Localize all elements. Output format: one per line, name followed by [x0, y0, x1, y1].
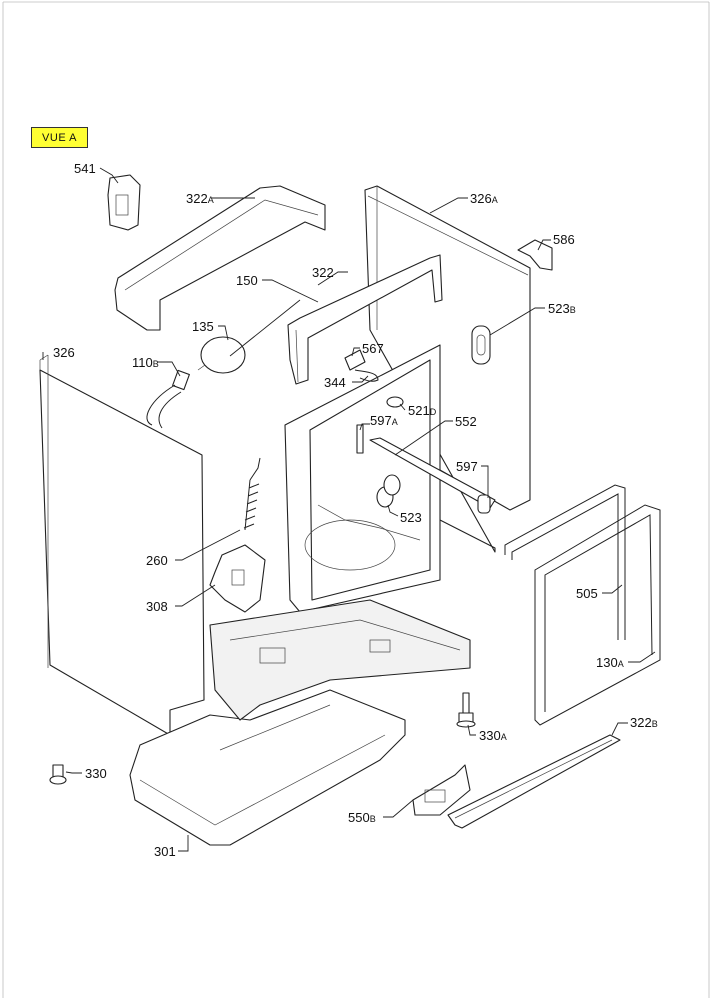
part-326-side-panel [39, 354, 205, 736]
part-523-seal [376, 474, 401, 508]
part-322b-rail [447, 734, 621, 829]
part-door-frame [284, 344, 441, 613]
view-a-badge: VUE A [31, 127, 88, 148]
callout-521d: 521D [408, 403, 437, 418]
callout-326a: 326A [470, 191, 498, 206]
part-586-clip [517, 239, 553, 271]
part-330a-screw [456, 692, 476, 728]
callout-301: 301 [154, 844, 176, 859]
part-505-gasket [504, 484, 626, 640]
callout-326: 326 [53, 345, 75, 360]
callout-597a: 597A [370, 413, 398, 428]
leader-lines [42, 167, 656, 852]
part-541-clip [107, 174, 141, 231]
part-523b-seal [471, 325, 491, 365]
callout-567: 567 [362, 341, 384, 356]
callout-135: 135 [192, 319, 214, 334]
part-597-bracket [477, 494, 491, 514]
callout-550b: 550B [348, 810, 376, 825]
callout-322: 322 [312, 265, 334, 280]
callout-150: 150 [236, 273, 258, 288]
callout-260: 260 [146, 553, 168, 568]
part-260-spring [243, 457, 261, 531]
part-110b-hose [146, 369, 190, 429]
part-552-rail [369, 437, 496, 509]
callout-330: 330 [85, 766, 107, 781]
part-330-screw [49, 764, 67, 785]
callout-330a: 330A [479, 728, 507, 743]
part-322-top-rail [287, 254, 443, 385]
callout-586: 586 [553, 232, 575, 247]
part-597a-bracket [356, 424, 364, 454]
part-322a-top-rail [114, 185, 326, 331]
callout-505: 505 [576, 586, 598, 601]
part-301-base-tray [129, 689, 406, 846]
callout-523b: 523B [548, 301, 576, 316]
part-344-spring [354, 369, 379, 382]
callout-344: 344 [324, 375, 346, 390]
callout-322b: 322B [630, 715, 658, 730]
callout-541: 541 [74, 161, 96, 176]
callout-110b: 110B [132, 355, 159, 370]
part-308-hinge [209, 544, 266, 613]
callout-labels: 541 322A 326A 586 150 322 523B 135 326 1… [53, 161, 658, 859]
part-550b-bracket [412, 764, 471, 816]
part-motor-base [209, 599, 471, 721]
callout-597: 597 [456, 459, 478, 474]
callout-552: 552 [455, 414, 477, 429]
callout-523: 523 [400, 510, 422, 525]
callout-130a: 130A [596, 655, 624, 670]
part-567-clip [344, 349, 366, 371]
part-521d-cap [386, 396, 404, 408]
callout-308: 308 [146, 599, 168, 614]
callout-322a: 322A [186, 191, 214, 206]
part-135-chamber [197, 336, 246, 374]
part-130a-gasket [534, 504, 661, 726]
